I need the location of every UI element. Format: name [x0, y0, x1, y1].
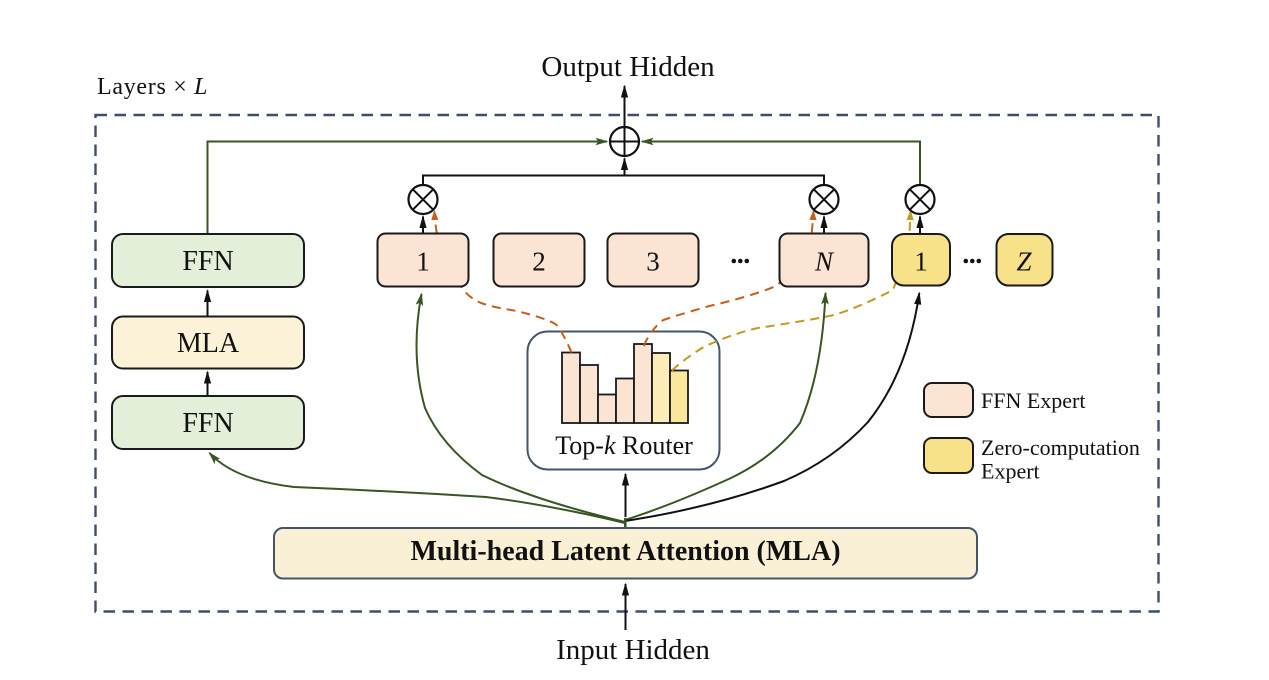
svg-text:Top-k Router: Top-k Router: [555, 431, 693, 460]
svg-text:FFN: FFN: [182, 246, 233, 277]
svg-text:FFN Expert: FFN Expert: [981, 388, 1086, 413]
svg-text:N: N: [814, 247, 835, 277]
svg-text:Output Hidden: Output Hidden: [541, 51, 715, 83]
svg-text:Multi-head Latent Attention (M: Multi-head Latent Attention (MLA): [410, 536, 840, 567]
svg-text:1: 1: [914, 247, 928, 277]
svg-text:Layers × L: Layers × L: [97, 74, 208, 100]
svg-text:2: 2: [532, 247, 546, 277]
svg-text:Expert: Expert: [981, 459, 1040, 484]
svg-text:Z: Z: [1016, 247, 1032, 277]
svg-text:1: 1: [416, 247, 430, 277]
svg-text:3: 3: [646, 247, 660, 277]
svg-text:MLA: MLA: [177, 328, 240, 359]
svg-text:Zero-computation: Zero-computation: [981, 435, 1140, 460]
svg-text:FFN: FFN: [182, 408, 233, 439]
svg-text:Input Hidden: Input Hidden: [556, 634, 710, 666]
